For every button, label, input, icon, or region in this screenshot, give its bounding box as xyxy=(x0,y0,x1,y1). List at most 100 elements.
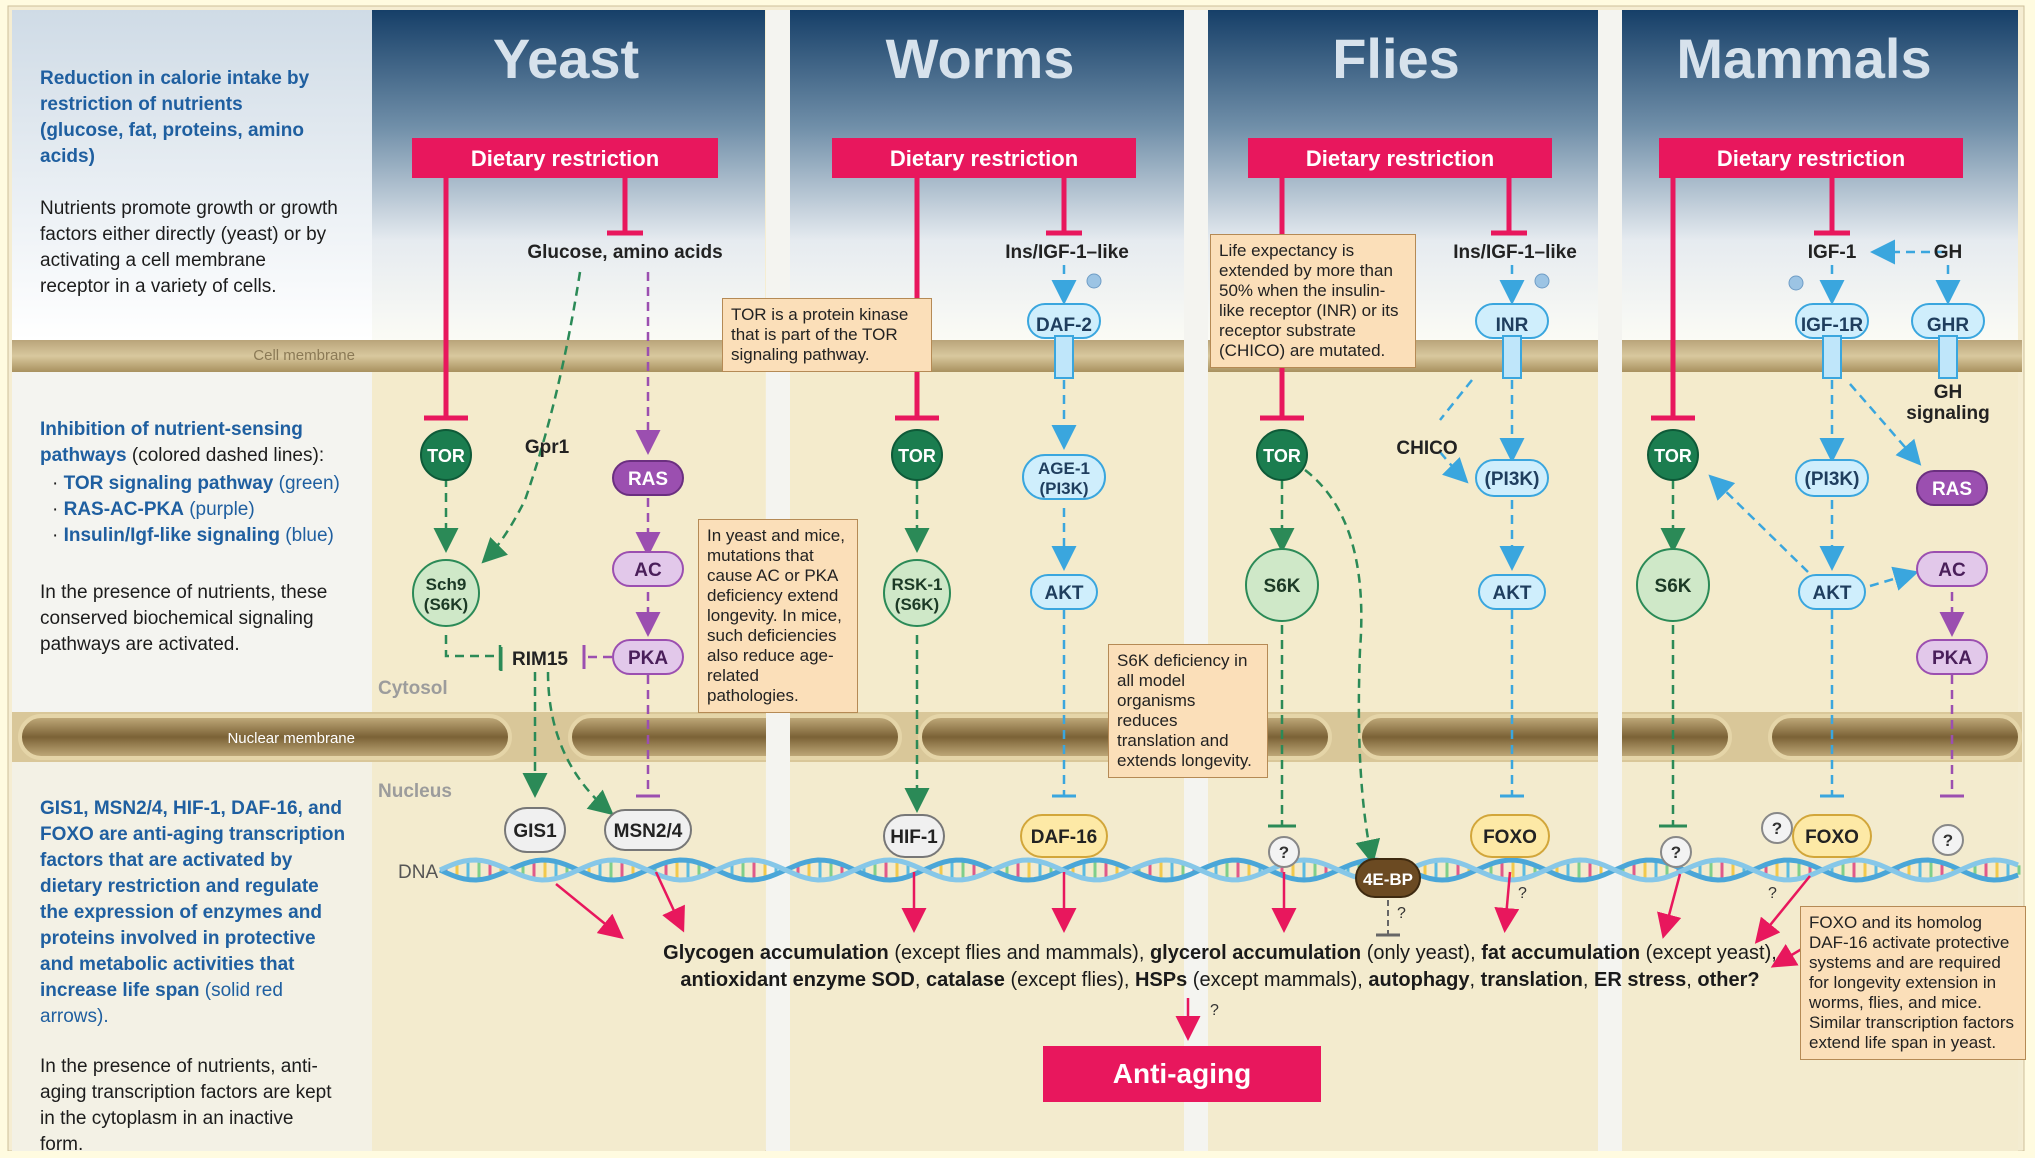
outcome-line-2: antioxidant enzyme SOD, catalase (except… xyxy=(600,967,1840,994)
title-flies: Flies xyxy=(1332,27,1460,90)
outcome-text: Glycogen accumulation (except flies and … xyxy=(600,940,1840,994)
svg-text:?: ? xyxy=(1943,831,1953,850)
akt-node-flies: AKT xyxy=(1479,575,1545,609)
svg-text:INR: INR xyxy=(1496,315,1529,336)
daf16-node: DAF-16 xyxy=(1021,815,1107,857)
pathway-item-insulin: · Insulin/Igf-like signaling (blue) xyxy=(52,523,370,549)
pathway-item-tor: · TOR signaling pathway (green) xyxy=(52,471,370,497)
dna-label: DNA xyxy=(398,862,438,883)
title-mammals: Mammals xyxy=(1676,27,1931,90)
presence-text: In the presence of nutrients, these cons… xyxy=(40,580,350,658)
nuclear-pore-segment xyxy=(570,716,900,758)
svg-text:Sch9: Sch9 xyxy=(426,575,467,594)
pathway-list: · TOR signaling pathway (green) · RAS-AC… xyxy=(40,471,370,549)
tf-heading: GIS1, MSN2/4, HIF-1, DAF-16, and FOXO ar… xyxy=(40,798,345,1001)
svg-text:(S6K): (S6K) xyxy=(895,595,939,614)
nuclear-membrane-label: Nuclear membrane xyxy=(227,730,355,747)
q-flies-marker: ? xyxy=(1269,837,1299,867)
callout-ac-pka: In yeast and mice, mutations that cause … xyxy=(698,519,858,713)
svg-text:TOR: TOR xyxy=(898,446,936,466)
sch9-node: Sch9(S6K) xyxy=(413,560,479,626)
tor-node-1: TOR xyxy=(892,430,942,480)
pathway-item-ras: · RAS-AC-PKA (purple) xyxy=(52,497,370,523)
q-antiaging: ? xyxy=(1210,1002,1219,1019)
svg-text:(S6K): (S6K) xyxy=(424,595,468,614)
svg-text:GHR: GHR xyxy=(1927,315,1970,336)
rsk1-node: RSK-1(S6K) xyxy=(884,560,950,626)
svg-text:IGF-1R: IGF-1R xyxy=(1801,315,1864,336)
svg-text:TOR: TOR xyxy=(1263,446,1301,466)
svg-text:FOXO: FOXO xyxy=(1805,827,1859,848)
akt-node-worms: AKT xyxy=(1031,575,1097,609)
pka-node-mammals: PKA xyxy=(1917,640,1987,674)
ac-node-yeast: AC xyxy=(613,552,683,586)
svg-text:?: ? xyxy=(1772,819,1782,838)
svg-text:RAS: RAS xyxy=(1932,479,1972,500)
inhibit-note: (colored dashed lines): xyxy=(132,445,324,466)
svg-text:TOR: TOR xyxy=(427,446,465,466)
svg-text:(PI3K): (PI3K) xyxy=(1039,479,1088,498)
callout-tor-kinase: TOR is a protein kinase that is part of … xyxy=(722,298,932,372)
s6k-node-flies: S6K xyxy=(1246,549,1318,621)
svg-text:RAS: RAS xyxy=(628,469,668,490)
pka-node-yeast: PKA xyxy=(613,640,683,674)
svg-text:?: ? xyxy=(1671,843,1681,862)
svg-text:Dietary restriction: Dietary restriction xyxy=(1717,146,1905,171)
svg-text:AKT: AKT xyxy=(1492,583,1531,604)
svg-text:PKA: PKA xyxy=(1932,648,1972,669)
title-yeast: Yeast xyxy=(493,27,639,90)
svg-text:MSN2/4: MSN2/4 xyxy=(614,821,683,842)
msn24-node: MSN2/4 xyxy=(605,810,691,850)
tor-node-0: TOR xyxy=(421,430,471,480)
dr-box-mammals: Dietary restriction xyxy=(1659,138,1963,178)
ras-node-yeast: RAS xyxy=(613,461,683,495)
svg-text:TOR: TOR xyxy=(1654,446,1692,466)
foxo-node-flies: FOXO xyxy=(1471,815,1549,857)
svg-text:AKT: AKT xyxy=(1812,583,1851,604)
q-mammals-b-marker: ? xyxy=(1762,813,1792,843)
anti-aging-box: Anti-aging xyxy=(1043,1046,1321,1102)
age1-node: AGE-1(PI3K) xyxy=(1023,455,1105,499)
gpr1-label: Gpr1 xyxy=(525,437,570,458)
svg-text:Dietary restriction: Dietary restriction xyxy=(471,146,659,171)
s6k-node-mammals: S6K xyxy=(1637,549,1709,621)
svg-text:Dietary restriction: Dietary restriction xyxy=(1306,146,1494,171)
dr-box-worms: Dietary restriction xyxy=(832,138,1136,178)
ras-node-mammals: RAS xyxy=(1917,471,1987,505)
tf-presence: In the presence of nutrients, anti-aging… xyxy=(40,1054,340,1158)
chico-label: CHICO xyxy=(1396,438,1457,459)
svg-text:GIS1: GIS1 xyxy=(513,821,557,842)
pi3k-node-mammals: (PI3K) xyxy=(1796,460,1868,496)
q-foxo-flies: ? xyxy=(1518,885,1527,902)
svg-text:HIF-1: HIF-1 xyxy=(890,827,938,848)
svg-text:S6K: S6K xyxy=(1264,576,1301,597)
svg-text:(PI3K): (PI3K) xyxy=(1805,469,1860,490)
svg-text:DAF-2: DAF-2 xyxy=(1036,315,1092,336)
intro-heading: Reduction in calorie intake by restricti… xyxy=(40,66,330,170)
outcome-line-1: Glycogen accumulation (except flies and … xyxy=(600,940,1840,967)
svg-text:PKA: PKA xyxy=(628,648,668,669)
svg-text:Dietary restriction: Dietary restriction xyxy=(890,146,1078,171)
svg-text:?: ? xyxy=(1279,843,1289,862)
q-4ebp: ? xyxy=(1397,905,1406,922)
gh-label: GH xyxy=(1934,242,1963,263)
gis1-node: GIS1 xyxy=(505,808,565,852)
callout-s6k-deficiency: S6K deficiency in all model organisms re… xyxy=(1108,644,1268,778)
svg-text:S6K: S6K xyxy=(1655,576,1692,597)
q-mammals-a-marker: ? xyxy=(1661,837,1691,867)
pi3k-node-flies: (PI3K) xyxy=(1476,460,1548,496)
q-mammals: ? xyxy=(1768,885,1777,902)
dr-box-flies: Dietary restriction xyxy=(1248,138,1552,178)
akt-node-mammals: AKT xyxy=(1799,575,1865,609)
svg-text:AC: AC xyxy=(1938,560,1966,581)
cytosol-label: Cytosol xyxy=(378,678,448,699)
igf1-label: IGF-1 xyxy=(1808,242,1857,263)
intro-body: Nutrients promote growth or growth facto… xyxy=(40,196,340,300)
title-worms: Worms xyxy=(886,27,1075,90)
foxo-node-mammals: FOXO xyxy=(1793,815,1871,857)
cell-membrane-label: Cell membrane xyxy=(253,347,355,364)
svg-text:4E-BP: 4E-BP xyxy=(1363,870,1413,889)
q-mammals-c-marker: ? xyxy=(1933,825,1963,855)
callout-life-expectancy: Life expectancy is extended by more than… xyxy=(1210,234,1416,368)
